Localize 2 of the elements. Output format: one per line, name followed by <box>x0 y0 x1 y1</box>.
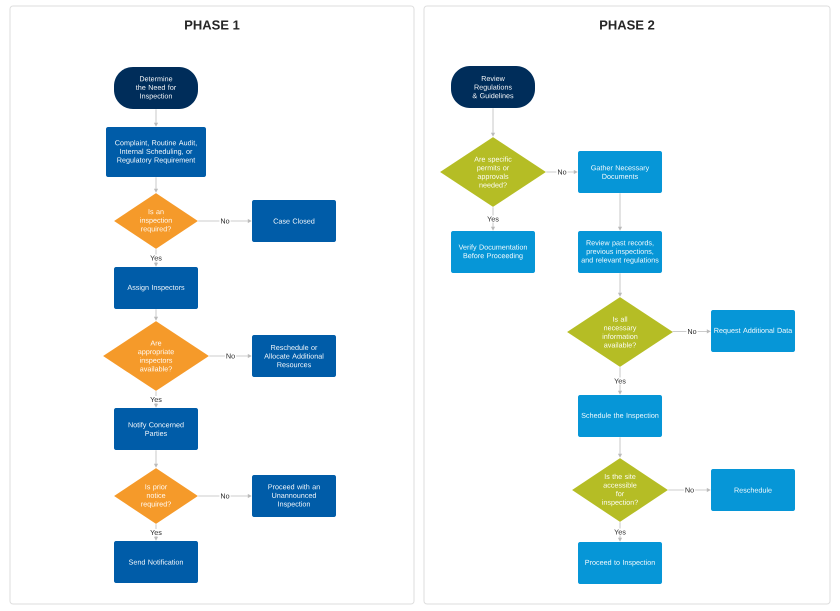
panel-heading: PHASE 1 <box>185 20 240 30</box>
panel-heading: PHASE 2 <box>600 20 654 30</box>
